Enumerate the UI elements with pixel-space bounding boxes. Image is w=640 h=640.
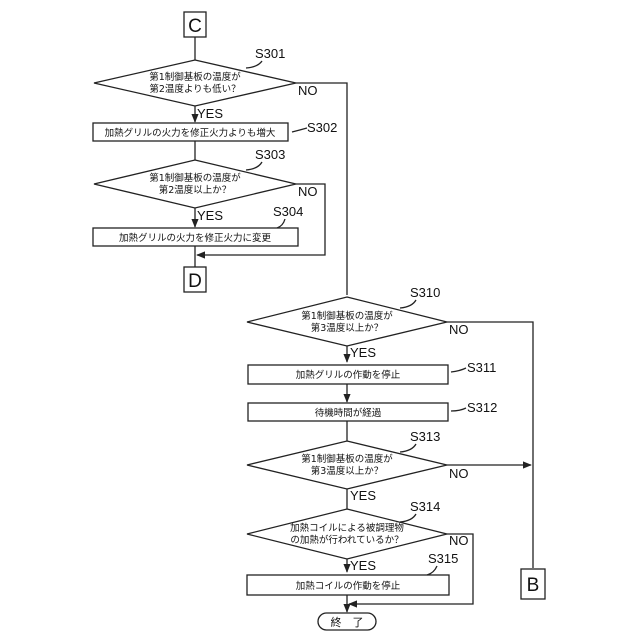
decision-s301-text1: 第1制御基板の温度が: [149, 71, 241, 83]
yes-label-s313: YES: [350, 488, 376, 503]
step-id-s304: S304: [273, 204, 303, 219]
no-label-s303: NO: [298, 184, 318, 199]
yes-label-s314: YES: [350, 558, 376, 573]
step-id-s312: S312: [467, 400, 497, 415]
connector-c-label: C: [188, 16, 202, 37]
decision-s301: 第1制御基板の温度が 第2温度よりも低い？ S301 YES NO: [94, 46, 318, 121]
step-id-s302: S302: [307, 120, 337, 135]
process-s312-text: 待機時間が経過: [315, 407, 382, 419]
step-id-s310: S310: [410, 285, 440, 300]
connector-d-label: D: [188, 271, 202, 292]
decision-s314-text1: 加熱コイルによる被調理物: [290, 522, 404, 534]
yes-label-s303: YES: [197, 208, 223, 223]
step-id-s313: S313: [410, 429, 440, 444]
process-s302-text: 加熱グリルの火力を修正火力よりも増大: [105, 127, 276, 139]
decision-s301-text2: 第2温度よりも低い？: [149, 83, 240, 95]
no-label-s301: NO: [298, 83, 318, 98]
decision-s310-text1: 第1制御基板の温度が: [301, 310, 393, 322]
decision-s310-text2: 第3温度以上か？: [311, 322, 384, 334]
step-id-s301: S301: [255, 46, 285, 61]
process-s304-text: 加熱グリルの火力を修正火力に変更: [119, 232, 272, 244]
no-label-s313: NO: [449, 466, 469, 481]
no-label-s310: NO: [449, 322, 469, 337]
process-s311-text: 加熱グリルの作動を停止: [296, 369, 401, 381]
connector-c: C: [184, 12, 206, 37]
step-id-s311: S311: [467, 360, 496, 375]
connector-b: B: [521, 569, 545, 599]
end-terminal: 終 了: [318, 613, 376, 630]
connector-b-label: B: [527, 575, 540, 596]
end-terminal-label: 終 了: [331, 615, 364, 629]
decision-s313: 第1制御基板の温度が 第3温度以上か？ S313 YES NO: [247, 429, 469, 503]
connector-d: D: [184, 267, 206, 292]
yes-label-s301: YES: [197, 106, 223, 121]
decision-s313-text2: 第3温度以上か？: [311, 465, 384, 477]
decision-s314-text2: の加熱が行われているか？: [290, 534, 403, 546]
decision-s303-text2: 第2温度以上か？: [159, 184, 232, 196]
step-id-s315: S315: [428, 551, 458, 566]
process-s312: 待機時間が経過 S312: [248, 400, 497, 421]
process-s311: 加熱グリルの作動を停止 S311: [248, 360, 496, 384]
decision-s303-text1: 第1制御基板の温度が: [149, 172, 241, 184]
decision-s310: 第1制御基板の温度が 第3温度以上か？ S310 YES NO: [247, 285, 469, 360]
no-label-s314: NO: [449, 533, 469, 548]
yes-label-s310: YES: [350, 345, 376, 360]
process-s315-text: 加熱コイルの作動を停止: [296, 580, 401, 592]
process-s302: 加熱グリルの火力を修正火力よりも増大 S302: [93, 120, 337, 141]
decision-s313-text1: 第1制御基板の温度が: [301, 453, 393, 465]
step-id-s314: S314: [410, 499, 440, 514]
step-id-s303: S303: [255, 147, 285, 162]
